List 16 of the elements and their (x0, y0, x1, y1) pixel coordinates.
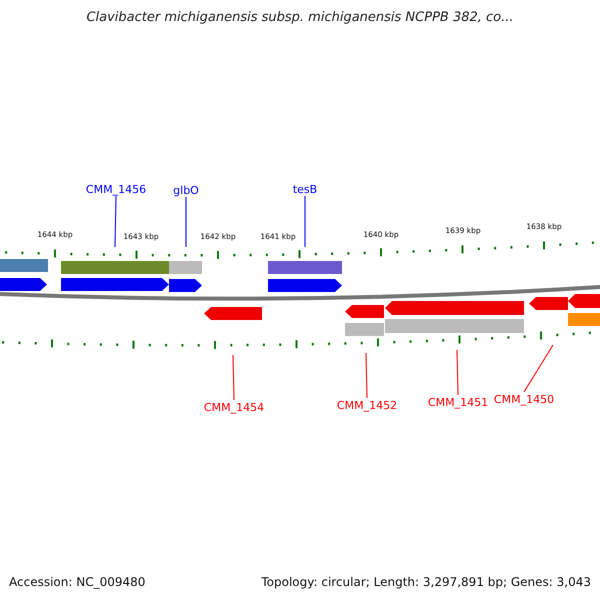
leader-line (114, 196, 116, 248)
gene-label: CMM_1452 (336, 398, 398, 412)
genome-summary: Topology: circular; Length: 3,297,891 bp; Genes: 3,043 (261, 576, 591, 588)
gene-label: CMM_1454 (204, 400, 264, 414)
gene-label: CMM_1456 (86, 182, 146, 196)
leader-line (366, 352, 368, 398)
gene-label: tesB (292, 182, 318, 196)
leader-line (232, 354, 234, 400)
gene-label: CMM_1450 (494, 392, 554, 406)
map-title: Clavibacter michiganensis subsp. michiganensis NCPPB 382, co... (86, 10, 514, 24)
accession-note: Accession: NC_009480 (9, 576, 146, 588)
leader-line (456, 350, 458, 396)
leader-line (304, 196, 306, 248)
gene-label: CMM_1451 (428, 396, 488, 408)
leader-line (524, 344, 554, 392)
gene-label: glbO (173, 184, 199, 196)
